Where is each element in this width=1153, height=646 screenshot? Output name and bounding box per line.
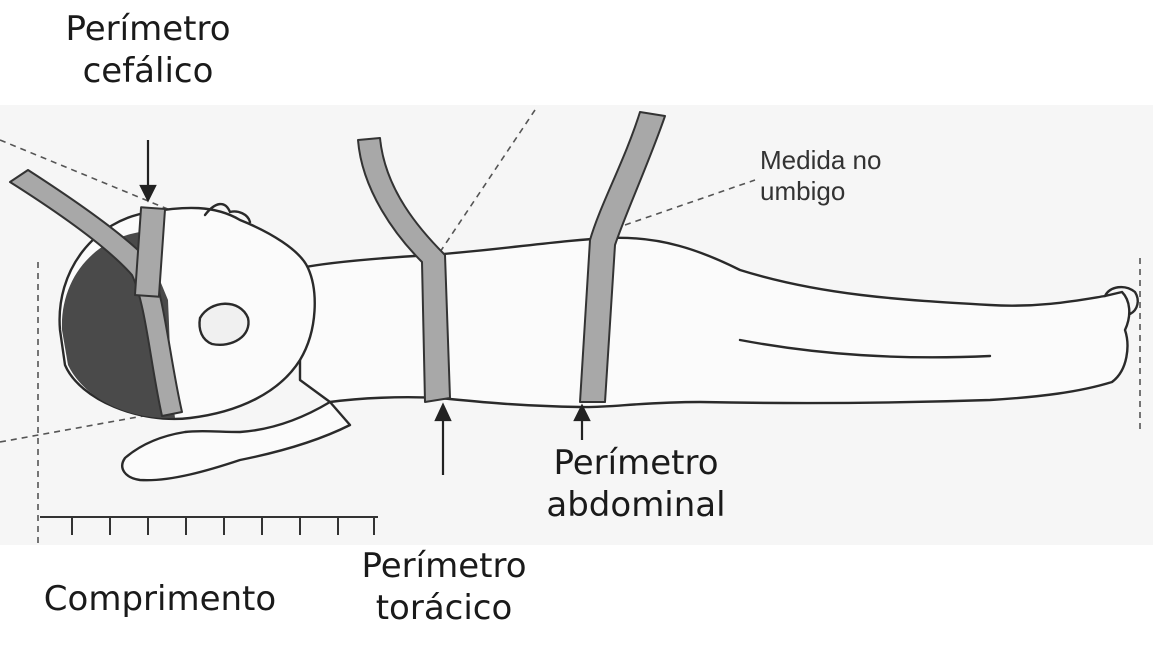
head-circumference-line1: Perímetro (40, 8, 256, 50)
head-circumference-label: Perímetro cefálico (40, 8, 256, 92)
navel-measure-line2: umbigo (760, 176, 881, 207)
abdominal-circumference-line1: Perímetro (522, 442, 750, 484)
navel-measure-line1: Medida no (760, 145, 881, 176)
baby-ear (200, 304, 249, 345)
head-tape-crown (135, 207, 165, 296)
thoracic-circumference-line1: Perímetro (330, 545, 558, 587)
thoracic-circumference-line2: torácico (330, 587, 558, 629)
length-label: Comprimento (15, 578, 305, 620)
abdominal-circumference-label: Perímetro abdominal (522, 442, 750, 526)
thoracic-circumference-label: Perímetro torácico (330, 545, 558, 629)
head-circumference-line2: cefálico (40, 50, 256, 92)
navel-measure-label: Medida no umbigo (760, 145, 881, 207)
abdominal-circumference-line2: abdominal (522, 484, 750, 526)
